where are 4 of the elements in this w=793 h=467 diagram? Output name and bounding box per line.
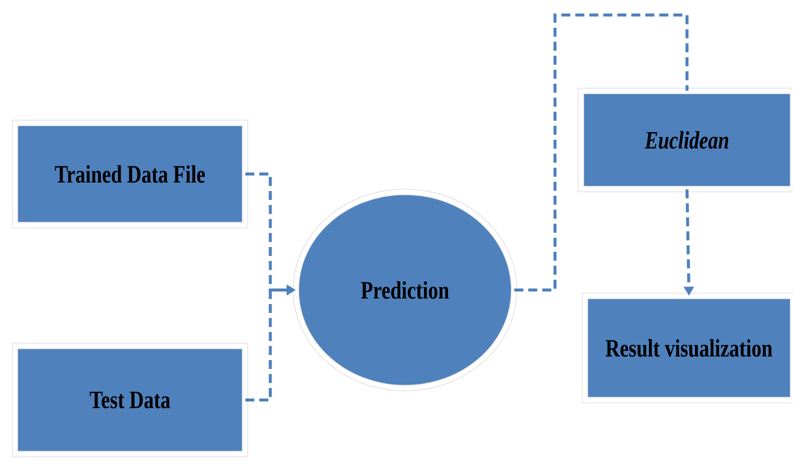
process-box: Euclidean (578, 88, 793, 192)
process-box: Result visualization (582, 292, 793, 404)
process-box: Trained Data File (12, 120, 248, 228)
process-box: Test Data (12, 342, 248, 458)
